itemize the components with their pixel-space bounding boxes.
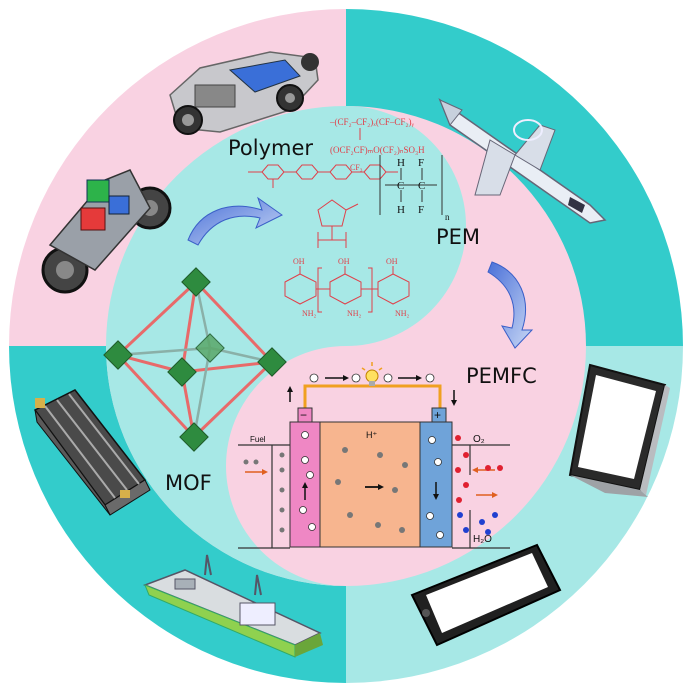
oxygen-particles (455, 435, 503, 503)
mof-node (195, 333, 225, 363)
h-plus-label: H⁺ (366, 430, 377, 440)
battery-module-icon (33, 389, 151, 516)
label-mof: MOF (165, 471, 212, 495)
nafion-sidechain: (OCF₂CF)ₘO(CF₂)ₙSO₃H (330, 145, 425, 155)
pvdf-structure: H F C C H F n (379, 155, 450, 222)
chitosan-nh2-2: NH₂ (347, 309, 362, 318)
pvdf-c-left: C (397, 180, 404, 192)
membrane (319, 421, 421, 548)
chitosan-oh-1: OH (293, 257, 305, 266)
fuel-cell-schematic: − + Fuel H⁺ O₂ H₂O (238, 362, 510, 549)
chitosan-nh2-3: NH₂ (395, 309, 410, 318)
pvp-structure (317, 199, 359, 248)
label-polymer: Polymer (228, 136, 313, 160)
pvdf-f-bottom: F (418, 204, 424, 216)
mof-structure (103, 267, 287, 452)
light-bulb-icon (361, 362, 383, 386)
pvdf-h-top: H (397, 157, 405, 169)
pvdf-h-bottom: H (397, 204, 405, 216)
cathode-channel (452, 444, 510, 549)
proton-particles (243, 447, 408, 533)
laptop-icon (568, 363, 670, 497)
scooter-icon (41, 169, 172, 294)
mof-node (103, 340, 133, 370)
water-particles (457, 512, 498, 535)
cathode (419, 421, 453, 548)
plus-sign: + (434, 408, 441, 422)
jet-aircraft-icon (438, 97, 607, 224)
label-pemfc: PEMFC (466, 364, 537, 388)
curved-arrow-icon (187, 196, 283, 246)
nafion-structure: –(CF₂–CF₂)ₓ(CF–CF₂)ᵧ (OCF₂CF)ₘO(CF₂)ₙSO₃… (329, 117, 425, 172)
o2-label: O₂ (473, 434, 485, 445)
car-chassis-icon (169, 51, 319, 135)
sulfonated-polymer-structure (248, 164, 398, 188)
ship-icon (142, 554, 323, 658)
smartphone-icon (410, 543, 562, 647)
chitosan-oh-2: OH (338, 257, 350, 266)
pvdf-c-right: C (418, 180, 425, 192)
nafion-backbone: –(CF₂–CF₂)ₓ(CF–CF₂)ᵧ (329, 117, 415, 128)
curved-arrow-icon (487, 261, 534, 349)
h2o-label: H₂O (473, 534, 492, 545)
chitosan-nh2-1: NH₂ (302, 309, 317, 318)
mof-node (179, 422, 209, 452)
mof-node (181, 267, 211, 297)
mof-node (167, 357, 197, 387)
fuel-label: Fuel (250, 435, 266, 444)
pvdf-n: n (445, 212, 450, 222)
mof-node (257, 347, 287, 377)
pvdf-f-top: F (418, 157, 424, 169)
label-pem: PEM (436, 225, 480, 249)
nafion-cf3: CF₃ (350, 163, 363, 172)
chitosan-oh-3: OH (386, 257, 398, 266)
chitosan-structure: OH OH OH NH₂ NH₂ NH₂ (284, 257, 410, 318)
minus-sign: − (300, 408, 307, 422)
anode-channel (238, 444, 290, 549)
